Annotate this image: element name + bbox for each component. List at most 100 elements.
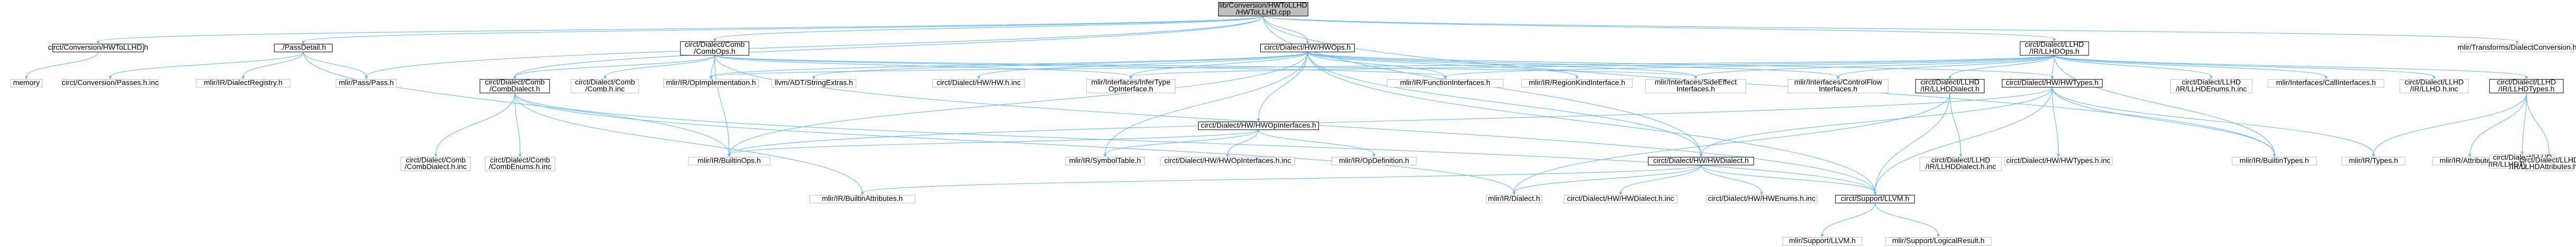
edge-hw_dialect-to-builtin_attrs [862, 164, 1701, 193]
edge-passdetail-to-pass_pass [303, 52, 367, 77]
edge-support_llvm-to-logical_result [1874, 203, 1939, 235]
edge-arrowhead [1699, 154, 1703, 157]
node-box [571, 79, 639, 94]
node-label: mlir/IR/BuiltinOps.h [697, 156, 761, 164]
node-conv-hwtollhd[interactable]: circt/Conversion/HWToLLHD.h [48, 43, 148, 53]
node-hw-dialect[interactable]: circt/Dialect/HW/HWDialect.h [1648, 156, 1754, 165]
node-transforms-conv: mlir/Transforms/DialectConversion.h [2458, 43, 2576, 53]
edge-comb_dialect-to-comb_dialect_inc [435, 93, 515, 155]
node-label: mlir/IR/BuiltinTypes.h [2239, 156, 2309, 164]
node-box [809, 195, 916, 204]
node-symbol-table: mlir/IR/SymbolTable.h [1065, 156, 1145, 165]
edge-hw_ops-to-hw_op_interfaces [1258, 52, 1308, 120]
node-box [485, 156, 556, 171]
edge-hw_dialect-to-ir_dialect [1514, 165, 1701, 193]
edge-llhd_ops-to-llhd_h_inc [2054, 55, 2435, 77]
node-comb-dialect-inc: circt/Dialect/Comb/CombDialect.h.inc [400, 155, 471, 171]
node-label: /IR/LLHDDialect.h [1920, 85, 1979, 93]
node-ir-attributes: mlir/IR/Attributes.h [2432, 156, 2508, 165]
node-label: circt/Conversion/HWToLLHD.h [48, 43, 148, 52]
node-box [688, 156, 771, 165]
node-label: circt/Dialect/LLHD [1920, 78, 1979, 86]
edge-arrowhead [1129, 76, 1133, 80]
node-label: llvm/ADT/StringExtras.h [774, 78, 853, 87]
node-box [771, 79, 857, 88]
edge-arrowhead [1959, 154, 1962, 157]
node-label: mlir/IR/OpImplementation.h [666, 78, 756, 87]
node-label: mlir/Support/LogicalResult.h [1892, 236, 1985, 245]
node-mlir-support-llvm: mlir/Support/LLVM.h [1782, 236, 1862, 246]
edge-passdetail-to-builtin_ops [303, 52, 730, 155]
node-support-llvm[interactable]: circt/Support/LLVM.h [1835, 194, 1915, 204]
edge-arrowhead [1575, 76, 1579, 80]
node-label: mlir/Pass/Pass.h [339, 78, 394, 87]
node-conv-passes-inc: circt/Conversion/Passes.h.inc [62, 78, 159, 88]
node-layer: lib/Conversion/HWToLLHD/HWToLLHD.cpp circ… [10, 1, 2576, 246]
node-box [2002, 79, 2103, 88]
edge-arrowhead [812, 76, 816, 80]
node-llhd-dialect[interactable]: circt/Dialect/LLHD/IR/LLHDDialect.h [1915, 78, 1985, 94]
node-label: OpInterface.h [1108, 85, 1153, 93]
edge-arrowhead [2056, 154, 2060, 157]
edge-arrowhead [434, 154, 437, 157]
node-label: mlir/IR/Types.h [2349, 156, 2398, 164]
edge-llhd_types-to-llhd_attr_inc [2526, 93, 2550, 155]
node-box [1563, 195, 1678, 204]
edge-arrowhead [1257, 118, 1260, 122]
node-label: mlir/IR/Attributes.h [2439, 156, 2500, 164]
node-label: lib/Conversion/HWToLLHD [1219, 1, 1307, 9]
node-hw-h-inc: circt/Dialect/HW/HW.h.inc [932, 78, 1026, 88]
node-label: circt/Dialect/HW/HWTypes.h [2006, 78, 2099, 87]
edge-arrowhead [1619, 192, 1622, 195]
node-comb-ops[interactable]: circt/Dialect/Comb/CombOps.h [680, 40, 750, 56]
node-hw-ops[interactable]: circt/Dialect/HW/HWOps.h [1260, 43, 1355, 53]
edge-arrowhead [1760, 192, 1764, 195]
edge-arrowhead [365, 76, 368, 80]
node-hw-types[interactable]: circt/Dialect/HW/HWTypes.h [2002, 78, 2103, 88]
edge-arrowhead [977, 76, 981, 80]
node-hw-op-interfaces[interactable]: circt/Dialect/HW/HWOpInterfaces.h [1198, 121, 1319, 130]
node-label: circt/Dialect/LLHD [2025, 40, 2084, 48]
edge-llhd_ops-to-llhd_enums_inc [2054, 55, 2212, 77]
node-llhd-ops[interactable]: circt/Dialect/LLHD/IR/LLHDOps.h [2019, 40, 2089, 56]
node-llhd-h-inc: circt/Dialect/LLHD/IR/LLHD.h.inc [2399, 78, 2469, 94]
node-label: /IR/LLHDEnums.h.inc [2176, 85, 2247, 93]
edge-root-to-transforms_conv [1262, 15, 2518, 42]
edge-arrowhead [1306, 41, 1309, 44]
node-box [1065, 156, 1145, 165]
node-root[interactable]: lib/Conversion/HWToLLHD/HWToLLHD.cpp [1218, 1, 1308, 16]
node-hw-types-inc: circt/Dialect/HW/HWTypes.h.inc [2004, 156, 2113, 165]
edge-llhd_ops-to-infer_type [1131, 55, 2055, 77]
edge-hw_ops-to-string_extras [813, 52, 1308, 77]
edge-hw_dialect-to-hw_enums_inc [1700, 165, 1762, 193]
node-label: memory [13, 78, 40, 87]
edge-arrowhead [860, 192, 864, 195]
edge-passdetail-to-conv_passes_inc [110, 52, 304, 77]
edge-llhd_ops-to-control_flow [1837, 55, 2055, 77]
node-passdetail[interactable]: ./PassDetail.h [274, 43, 333, 53]
node-box [1198, 121, 1319, 130]
node-box [2004, 156, 2113, 165]
node-label: circt/Dialect/LLHD [1931, 155, 1990, 164]
edge-arrowhead [2515, 41, 2519, 44]
edge-arrowhead [96, 41, 100, 44]
node-box [274, 44, 333, 53]
edge-root-to-hw_ops [1262, 16, 1308, 42]
node-comb-dialect[interactable]: circt/Dialect/Comb/CombDialect.h [480, 78, 550, 94]
edge-arrowhead [301, 41, 305, 44]
node-comb-enums-inc: circt/Dialect/Comb/CombEnums.h.inc [485, 155, 556, 171]
node-llhd-types[interactable]: circt/Dialect/LLHD/IR/LLHDTypes.h [2489, 78, 2564, 94]
edge-arrowhead [2521, 151, 2524, 155]
edge-arrowhead [1836, 76, 1840, 80]
edge-arrowhead [24, 76, 28, 80]
node-ir-dialect: mlir/IR/Dialect.h [1486, 194, 1542, 204]
node-label: mlir/IR/SymbolTable.h [1069, 156, 1141, 164]
node-label: ./PassDetail.h [281, 43, 326, 52]
node-box [2170, 79, 2253, 94]
node-box [480, 79, 550, 94]
node-label: circt/Dialect/HW/HWOpInterfaces.h [1201, 121, 1316, 129]
node-box [336, 79, 397, 88]
edge-arrowhead [2209, 76, 2213, 80]
